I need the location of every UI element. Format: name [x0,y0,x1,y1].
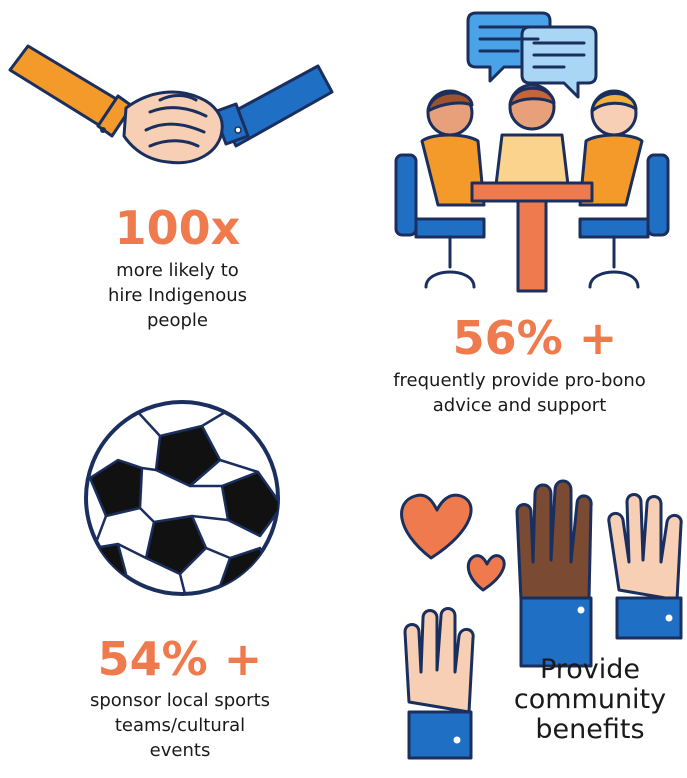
stat-value-hiring: 100x [114,201,241,255]
stat-description-sponsorship: sponsor local sports teams/cultural even… [89,690,271,761]
community-benefits-label: Provide community benefits [513,654,667,745]
stat-value-pro-bono: 56% + [452,311,618,365]
meeting-icon [394,11,670,293]
stat-description-hiring: more likely to hire Indigenous people [107,260,248,331]
handshake-icon [8,44,334,165]
raised-hands-hearts-icon [400,479,683,760]
stat-value-sponsorship: 54% + [97,632,263,686]
stat-description-pro-bono: frequently provide pro-bono advice and s… [393,370,646,416]
soccer-ball-icon [84,400,280,596]
